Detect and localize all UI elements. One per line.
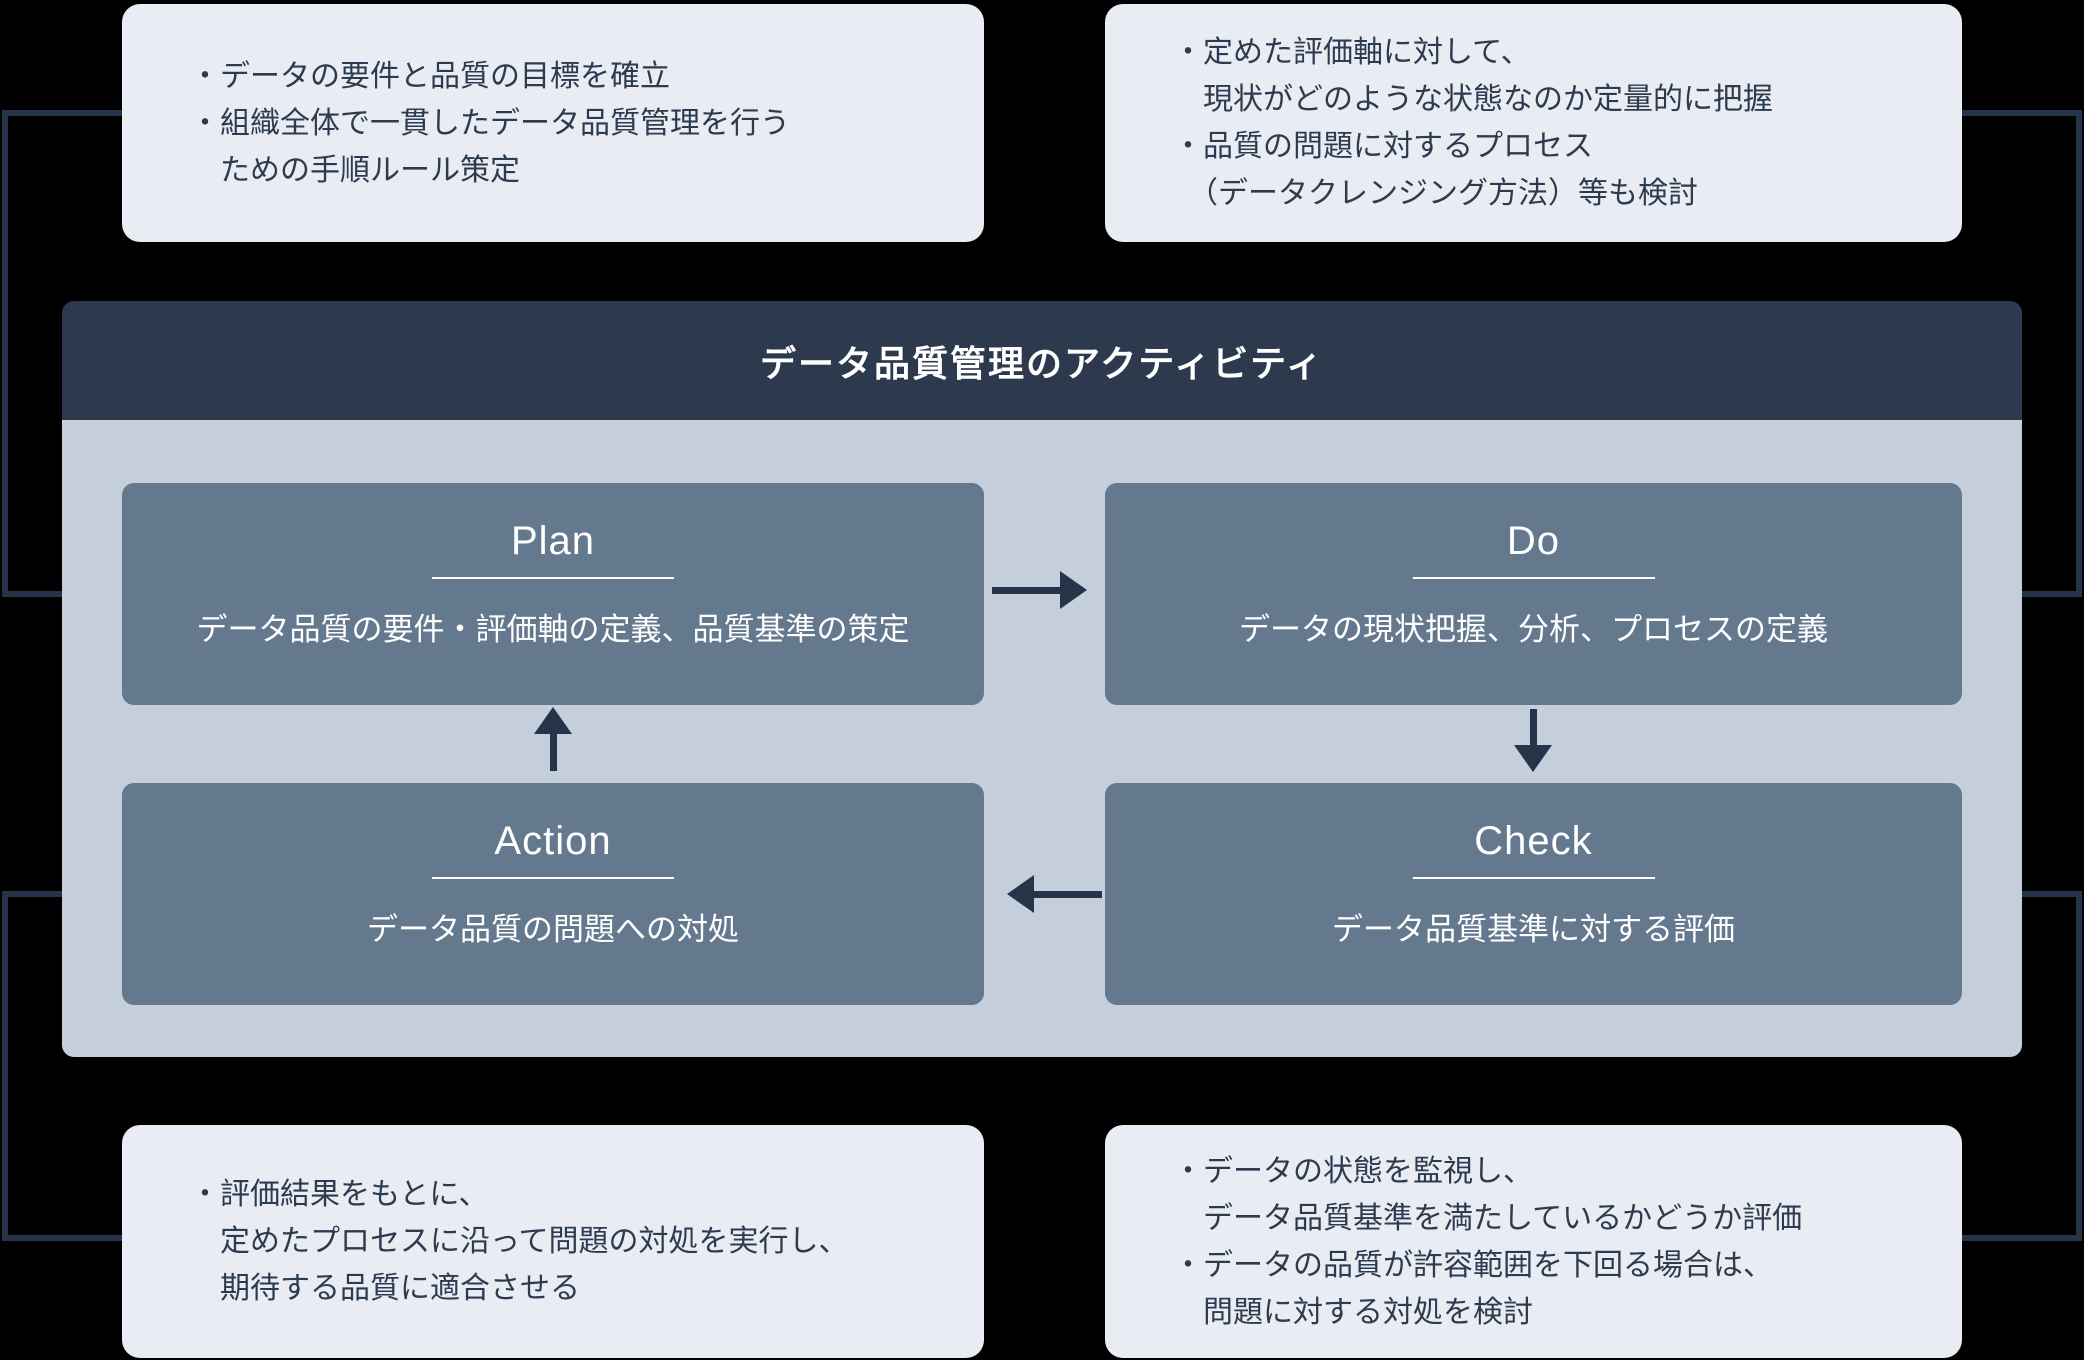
panel-title-bar: データ品質管理のアクティビティ (62, 301, 2022, 420)
callout-do-note: ・定めた評価軸に対して、 現状がどのような状態なのか定量的に把握・品質の問題に対… (1105, 4, 1962, 242)
check-box: Check データ品質基準に対する評価 (1105, 783, 1962, 1005)
connector-line (1962, 891, 2082, 897)
page-title: データ品質管理のアクティビティ (760, 342, 1324, 384)
callout-line: 期待する品質に適合させる (190, 1272, 580, 1305)
check-label: Check (1474, 819, 1593, 863)
callout-line: ・定めた評価軸に対して、 (1173, 36, 1531, 69)
arrow-up-icon (534, 707, 572, 771)
do-box: Do データの現状把握、分析、プロセスの定義 (1105, 483, 1962, 705)
do-description: データの現状把握、分析、プロセスの定義 (1239, 612, 1828, 647)
check-description: データ品質基準に対する評価 (1332, 912, 1735, 947)
callout-check-note: ・データの状態を監視し、 データ品質基準を満たしているかどうか評価・データの品質… (1105, 1125, 1962, 1358)
callout-plan-note: ・データの要件と品質の目標を確立・組織全体で一貫したデータ品質管理を行う ための… (122, 4, 984, 242)
connector-line (2, 1235, 122, 1241)
callout-line: （データクレンジング方法）等も検討 (1173, 177, 1698, 210)
callout-line: ・評価結果をもとに、 (190, 1178, 489, 1211)
plan-box: Plan データ品質の要件・評価軸の定義、品質基準の策定 (122, 483, 984, 705)
callout-line: ・データの要件と品質の目標を確立 (190, 59, 670, 93)
action-box: Action データ品質の問題への対処 (122, 783, 984, 1005)
action-label: Action (494, 819, 612, 863)
arrow-head (534, 707, 572, 734)
callout-line: 定めたプロセスに沿って問題の対処を実行し、 (190, 1225, 849, 1258)
arrow-shaft (1530, 709, 1537, 747)
callout-line: ための手順ルール策定 (190, 153, 520, 187)
connector-line (1962, 591, 2082, 597)
arrow-head (1514, 745, 1552, 772)
connector-line (2, 891, 8, 1241)
callout-line: 現状がどのような状態なのか定量的に把握 (1173, 83, 1773, 116)
do-divider (1412, 577, 1655, 579)
connector-line (1962, 110, 2082, 116)
do-label: Do (1506, 519, 1561, 563)
callout-line: ・品質の問題に対するプロセス (1173, 130, 1593, 163)
callout-line: ・データの品質が許容範囲を下回る場合は、 (1173, 1248, 1773, 1282)
connector-line (1962, 1235, 2082, 1241)
callout-action-note: ・評価結果をもとに、 定めたプロセスに沿って問題の対処を実行し、 期待する品質に… (122, 1125, 984, 1358)
arrow-shaft (550, 733, 557, 771)
arrow-head (1007, 875, 1034, 913)
arrow-shaft (992, 587, 1070, 594)
action-divider (432, 877, 674, 879)
plan-divider (432, 577, 674, 579)
connector-line (2076, 110, 2082, 597)
check-divider (1412, 877, 1655, 879)
arrow-right-icon (992, 571, 1092, 609)
arrow-shaft (1024, 891, 1102, 898)
action-description: データ品質の問題への対処 (367, 912, 739, 947)
callout-line: ・データの状態を監視し、 (1173, 1154, 1533, 1188)
plan-label: Plan (510, 519, 596, 563)
connector-line (2076, 891, 2082, 1241)
arrow-left-icon (1002, 875, 1102, 913)
connector-line (2, 110, 122, 116)
arrow-down-icon (1514, 709, 1552, 773)
connector-line (2, 110, 8, 597)
callout-line: 問題に対する対処を検討 (1173, 1295, 1533, 1329)
callout-line: データ品質基準を満たしているかどうか評価 (1173, 1201, 1803, 1235)
arrow-head (1060, 571, 1087, 609)
plan-description: データ品質の要件・評価軸の定義、品質基準の策定 (196, 612, 910, 647)
callout-line: ・組織全体で一貫したデータ品質管理を行う (190, 106, 790, 140)
